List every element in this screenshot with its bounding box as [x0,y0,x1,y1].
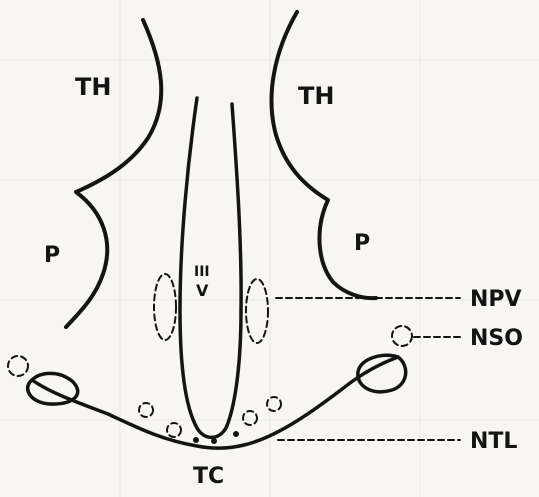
label-th-left: TH [75,73,111,101]
label-ventricle-roman: III [194,264,210,280]
ntl-right-circle-2 [267,397,281,411]
ntl-left-circle-2 [167,423,181,437]
left-thalamus-outline [66,20,161,327]
label-p-left: P [44,243,60,268]
nso-left-nucleus [8,356,28,376]
label-th-right: TH [298,82,334,110]
ntl-dot-1 [193,437,199,443]
nso-right-nucleus [392,326,412,346]
npv-right-nucleus [246,279,268,343]
ntl-right-circle-1 [243,411,257,425]
label-ntl: NTL [470,429,517,454]
label-ventricle-letter: V [196,281,209,300]
ntl-left-circle-1 [139,403,153,417]
label-nso: NSO [470,326,523,351]
hypothalamic-floor-outline [32,357,398,448]
ntl-dot-3 [233,431,239,437]
label-p-right: P [354,231,370,256]
ntl-dot-2 [211,438,217,444]
left-optic-tract-loop [28,373,78,404]
third-ventricle-outline [180,98,241,437]
label-tc: TC [193,464,224,489]
label-npv: NPV [470,287,522,312]
npv-left-nucleus [154,274,176,340]
